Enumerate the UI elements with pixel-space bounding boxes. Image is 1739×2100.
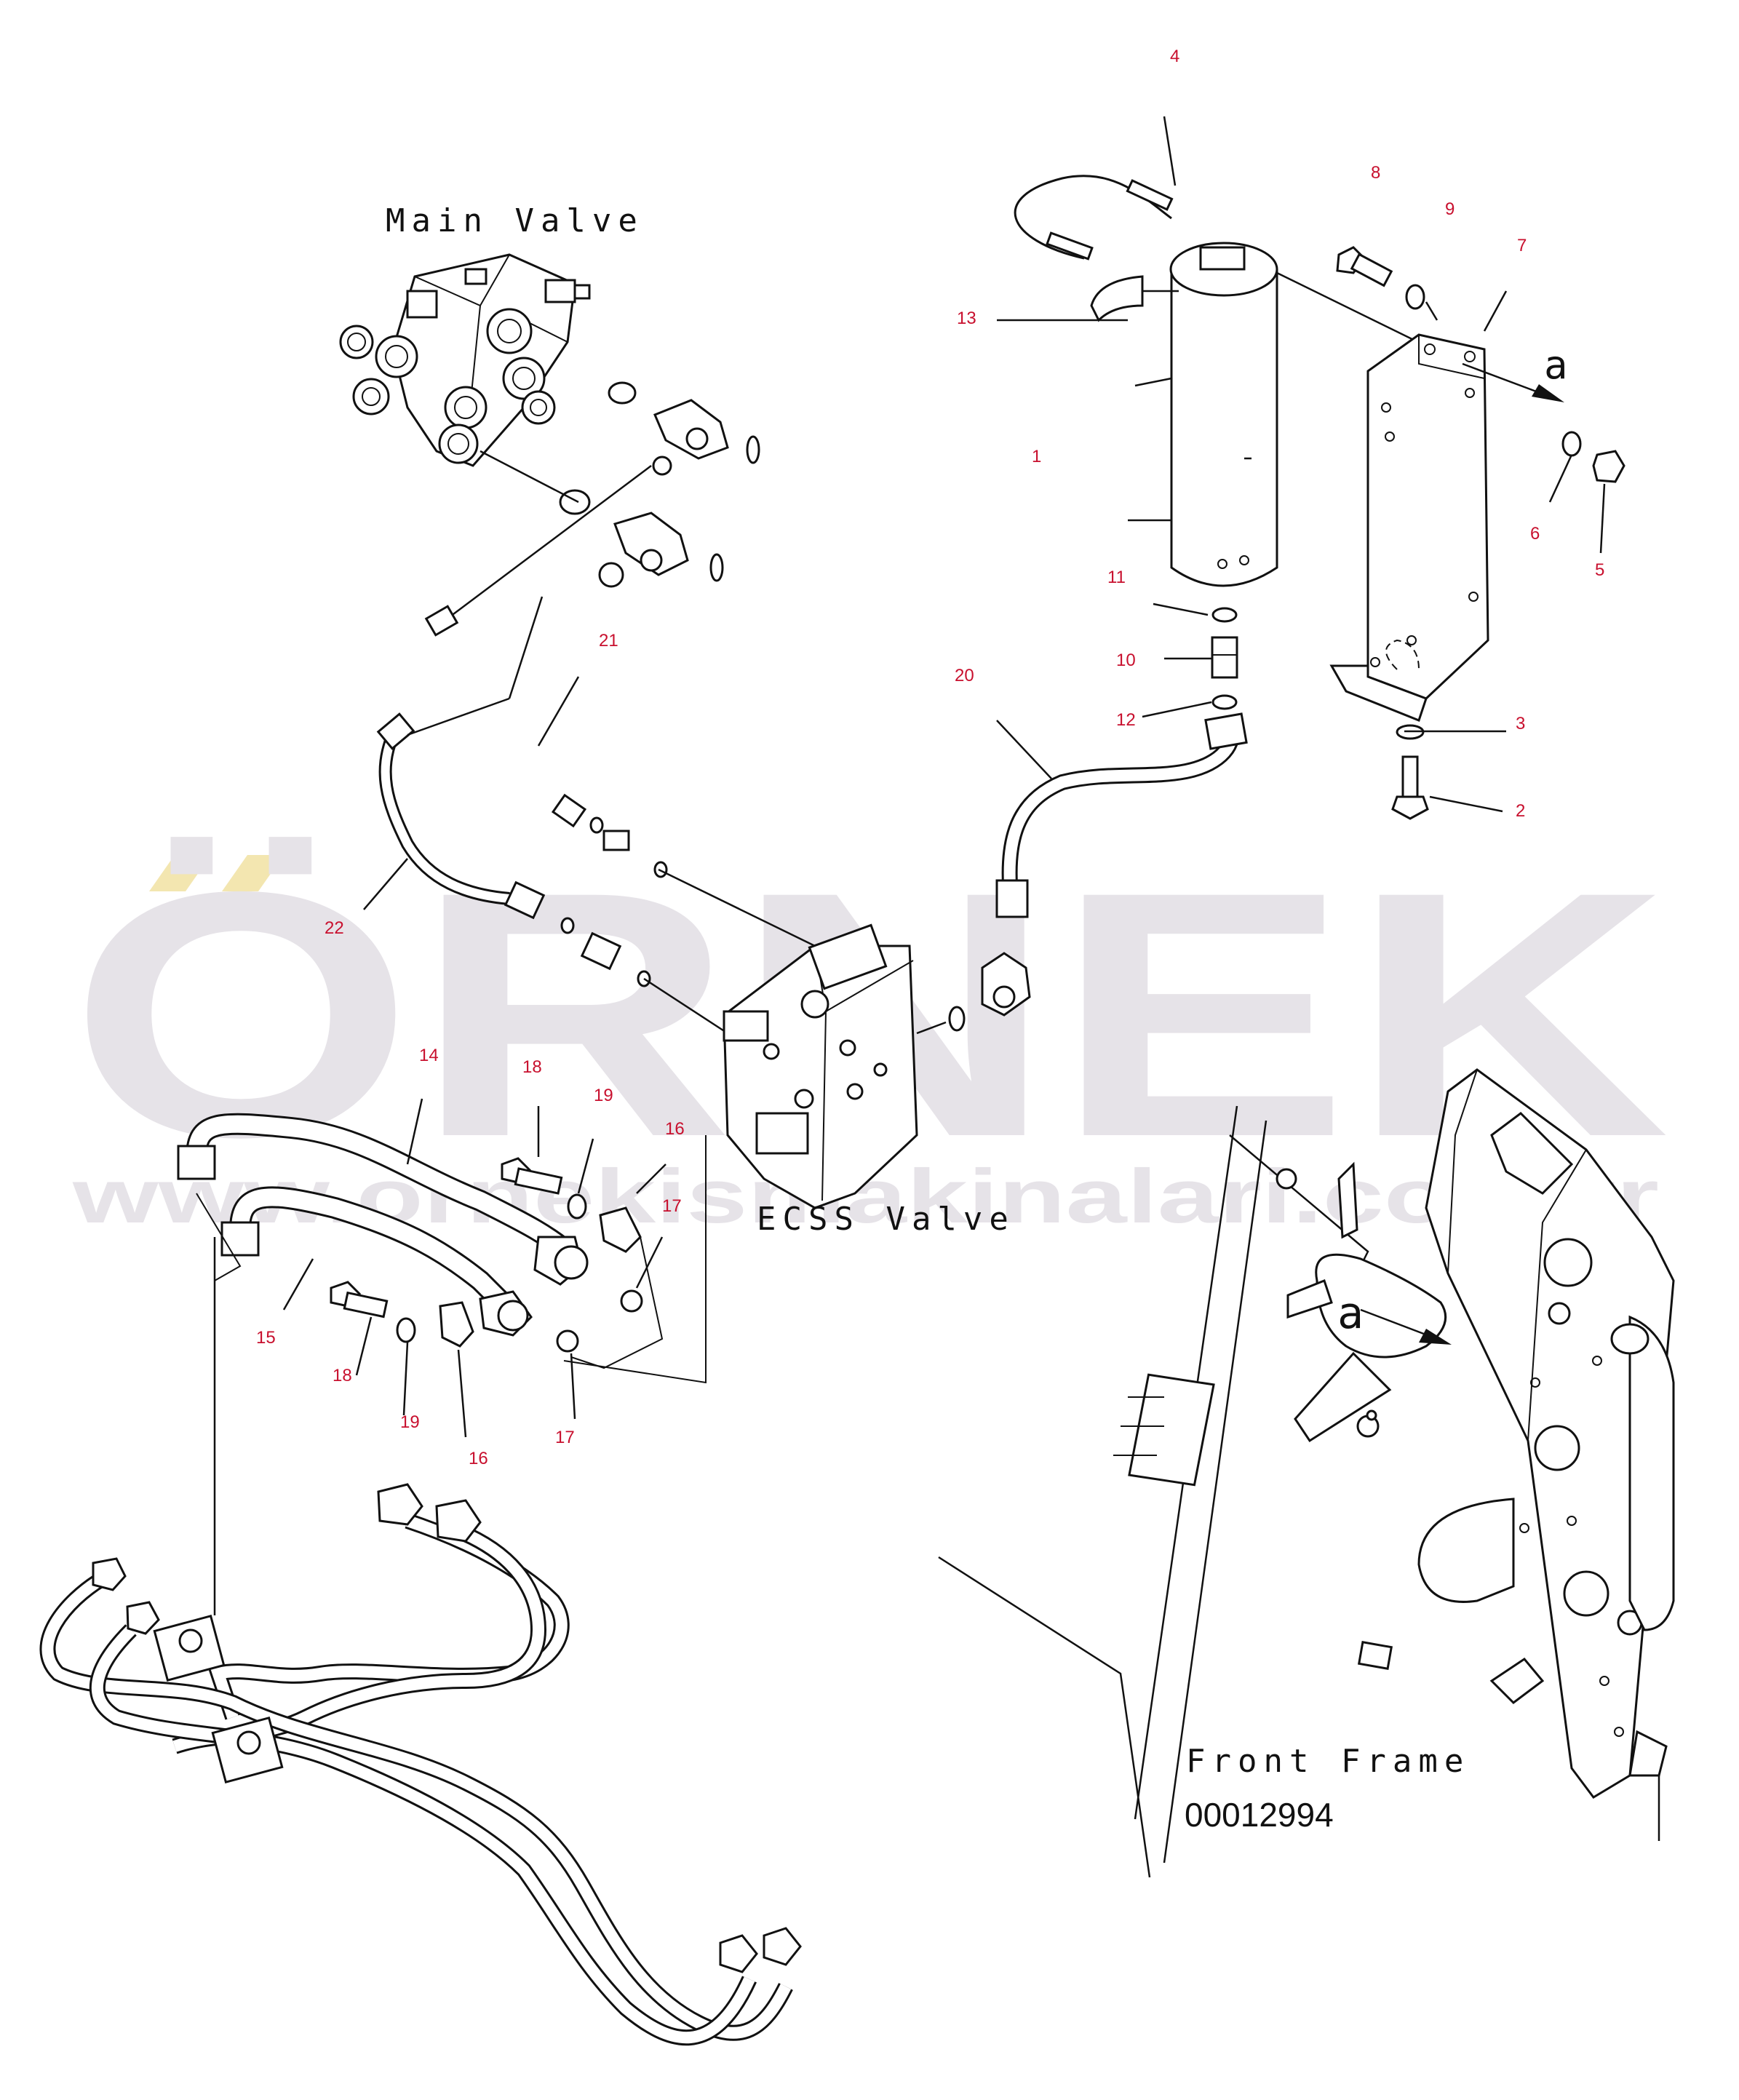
callout-9: 9 <box>1445 199 1455 219</box>
callout-8: 8 <box>1371 163 1380 183</box>
main-valve <box>339 253 591 467</box>
pipe-assembly <box>39 1483 802 2046</box>
sensor-wire <box>1014 175 1174 260</box>
callout-20: 20 <box>955 666 974 685</box>
callout-14: 14 <box>419 1046 439 1065</box>
watermark-accent-right <box>222 855 284 891</box>
callout-21: 21 <box>599 631 618 651</box>
callout-11: 11 <box>1107 568 1126 587</box>
callout-4: 4 <box>1170 47 1179 66</box>
ecss-valve-label: ECSS Valve <box>757 1201 1015 1238</box>
callout-numbers: 4 8 9 7 13 1 6 5 11 10 12 20 3 2 21 22 1… <box>256 47 1604 1468</box>
front-frame-label: Front Frame <box>1186 1743 1470 1780</box>
callout-1: 1 <box>1032 447 1041 466</box>
view-a-label-frame: a <box>1337 1288 1364 1339</box>
callout-17-top: 17 <box>662 1196 682 1216</box>
callout-16-bottom: 16 <box>469 1449 488 1468</box>
watermark-accent-left <box>149 855 211 891</box>
fasteners-top <box>1336 246 1625 483</box>
callout-18-bottom: 18 <box>333 1366 352 1385</box>
callout-19-bottom: 19 <box>400 1412 420 1432</box>
callout-2: 2 <box>1516 801 1525 821</box>
hose-20 <box>916 712 1248 1035</box>
callout-7: 7 <box>1517 236 1527 255</box>
callout-19-top: 19 <box>594 1086 613 1105</box>
mounting-bracket <box>1329 333 1489 722</box>
ecss-valve <box>723 923 918 1209</box>
callout-13: 13 <box>957 309 976 328</box>
callout-16-top: 16 <box>665 1119 685 1139</box>
front-frame <box>938 1068 1675 1878</box>
callout-leaders <box>282 116 1606 1438</box>
main-valve-label: Main Valve <box>386 202 644 239</box>
callout-18-top: 18 <box>522 1057 542 1077</box>
callout-3: 3 <box>1516 714 1525 733</box>
view-a-label-top: a <box>1544 342 1568 388</box>
main-valve-fittings <box>447 381 760 619</box>
callout-6: 6 <box>1530 524 1540 544</box>
drawing-number: 00012994 <box>1185 1796 1334 1834</box>
callout-17-bottom: 17 <box>555 1428 575 1447</box>
hoses-21-22 <box>376 596 816 1035</box>
callout-22: 22 <box>325 918 344 938</box>
fitting-10 <box>1211 607 1238 710</box>
flange-fasteners <box>330 1135 707 1384</box>
fasteners-bottom <box>1391 724 1429 820</box>
callout-12: 12 <box>1116 710 1136 730</box>
view-arrow-top <box>1462 362 1564 402</box>
callout-10: 10 <box>1116 651 1136 670</box>
view-arrow-frame-head <box>1419 1329 1452 1345</box>
hoses-14-15 <box>177 1113 589 1337</box>
callout-5: 5 <box>1595 560 1604 580</box>
leader-lower-box <box>196 1193 242 1281</box>
callout-15: 15 <box>256 1328 276 1348</box>
